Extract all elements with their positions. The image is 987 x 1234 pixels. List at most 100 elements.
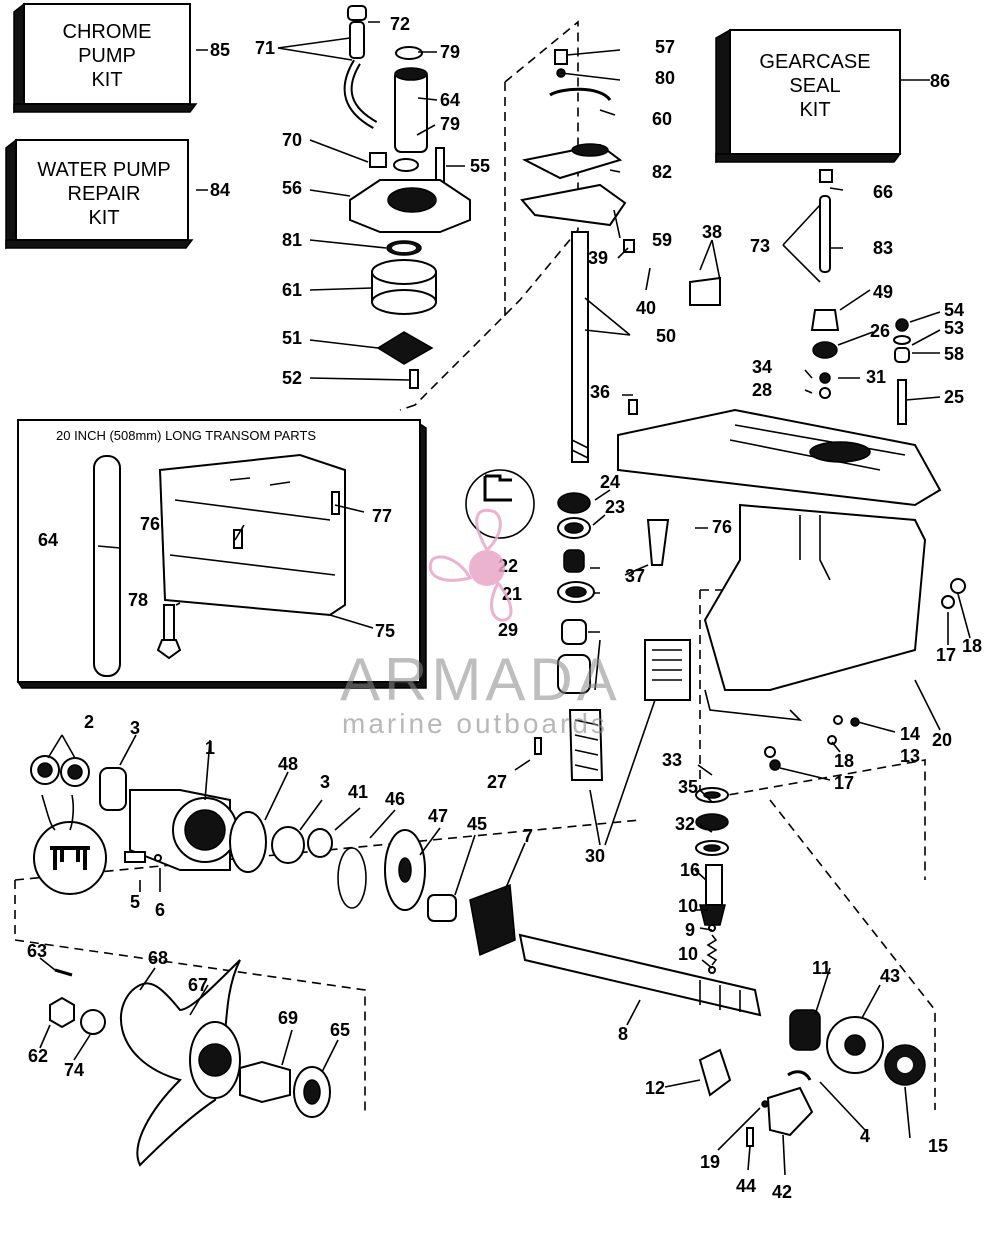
watermark-brand: ARMADA [340, 646, 621, 713]
driveshaft-parts [520, 49, 721, 463]
callout-number: 72 [390, 14, 410, 34]
callout-number: 79 [440, 114, 460, 134]
kit-label-line: PUMP [78, 45, 136, 67]
callout-number: 57 [655, 37, 675, 57]
callout-number: 43 [880, 966, 900, 986]
callout-number: 33 [662, 750, 682, 770]
callout-number: 67 [188, 975, 208, 995]
water-pump-kit-box: WATER PUMP REPAIR KIT [5, 138, 194, 250]
callout-number: 9 [685, 920, 695, 940]
kit-label-line: KIT [799, 99, 830, 121]
kit-label-line: KIT [91, 69, 122, 91]
callout-number: 26 [870, 321, 890, 341]
callout-number: 11 [812, 958, 831, 978]
callout-number: 83 [873, 238, 893, 258]
callout-number: 60 [652, 109, 672, 129]
callout-number: 10 [678, 896, 698, 916]
callout-number: 76 [140, 514, 160, 534]
callout-number: 53 [944, 318, 964, 338]
gearcase-seal-kit-box: GEARCASE SEAL KIT [715, 28, 902, 164]
callout-number: 47 [428, 806, 448, 826]
callout-number: 51 [282, 328, 302, 348]
inset-tube-part [93, 455, 121, 677]
callout-number: 28 [752, 380, 772, 400]
callout-number: 46 [385, 789, 405, 809]
callout-number: 78 [128, 590, 148, 610]
chrome-pump-kit-box: CHROME PUMP KIT [13, 2, 198, 114]
callout-number: 42 [772, 1182, 792, 1202]
callout-number: 31 [866, 367, 886, 387]
dashed-group-outline [399, 20, 579, 411]
callout-number: 18 [962, 636, 982, 656]
callout-number: 30 [585, 846, 605, 866]
callout-number: 5 [130, 892, 140, 912]
callout-number: 63 [27, 941, 47, 961]
callout-number: 69 [278, 1008, 298, 1028]
propeller-logo-icon [428, 508, 513, 622]
callout-number: 40 [636, 298, 656, 318]
dashed-group-outline [769, 799, 936, 1110]
callout-number: 39 [588, 248, 608, 268]
water-pump-parts [343, 5, 471, 389]
callout-number: 68 [148, 948, 168, 968]
long-transom-inset: 20 INCH (508mm) LONG TRANSOM PARTS [16, 419, 427, 689]
callout-number: 19 [700, 1152, 720, 1172]
callout-number: 13 [900, 746, 920, 766]
propeller-parts [49, 959, 331, 1167]
callout-number: 38 [702, 222, 722, 242]
callout-number: 44 [736, 1176, 756, 1196]
callout-numbers: 85 84 86 72 71 79 64 79 70 55 56 81 61 5… [27, 14, 982, 1202]
callout-number: 32 [675, 814, 695, 834]
callout-number: 2 [84, 712, 94, 732]
inset-extension-part [158, 453, 346, 617]
callout-number: 12 [645, 1078, 665, 1098]
callout-number: 73 [750, 236, 770, 256]
callout-number: 17 [834, 773, 854, 793]
callout-number: 49 [873, 282, 893, 302]
callout-number: 37 [625, 566, 645, 586]
callout-number: 25 [944, 387, 964, 407]
callout-number: 35 [678, 777, 698, 797]
callout-number: 45 [467, 814, 487, 834]
callout-number: 1 [205, 738, 215, 758]
callout-number: 50 [656, 326, 676, 346]
callout-number: 81 [282, 230, 302, 250]
leader-lines [39, 21, 971, 1176]
propshaft-assembly [30, 755, 926, 1147]
seal-bearing-stack [465, 469, 691, 781]
callout-number: 6 [155, 900, 165, 920]
callout-number: 55 [470, 156, 490, 176]
callout-number: 16 [680, 860, 700, 880]
callout-number: 75 [375, 621, 395, 641]
callout-number: 3 [320, 772, 330, 792]
callout-number: 36 [590, 382, 610, 402]
callout-number: 34 [752, 357, 772, 377]
callout-number: 20 [932, 730, 952, 750]
inset-title: 20 INCH (508mm) LONG TRANSOM PARTS [56, 428, 316, 443]
callout-number: 27 [487, 772, 507, 792]
kit-label-line: KIT [88, 207, 119, 229]
callout-number: 84 [210, 180, 230, 200]
callout-number: 70 [282, 130, 302, 150]
callout-number: 54 [944, 300, 964, 320]
callout-number: 86 [930, 71, 950, 91]
callout-number: 18 [834, 751, 854, 771]
callout-number: 23 [605, 497, 625, 517]
shift-parts [695, 715, 860, 974]
callout-number: 10 [678, 944, 698, 964]
callout-number: 66 [873, 182, 893, 202]
kit-label-line: REPAIR [68, 183, 141, 205]
callout-number: 4 [860, 1126, 870, 1146]
callout-number: 14 [900, 724, 920, 744]
kit-label-line: GEARCASE [759, 51, 870, 73]
callout-number: 24 [600, 472, 620, 492]
callout-number: 8 [618, 1024, 628, 1044]
callout-number: 79 [440, 42, 460, 62]
callout-number: 61 [282, 280, 302, 300]
callout-number: 62 [28, 1046, 48, 1066]
callout-number: 74 [64, 1060, 84, 1080]
callout-number: 64 [440, 90, 460, 110]
armada-watermark: ARMADA marine outboards [340, 508, 621, 739]
callout-number: 77 [372, 506, 392, 526]
